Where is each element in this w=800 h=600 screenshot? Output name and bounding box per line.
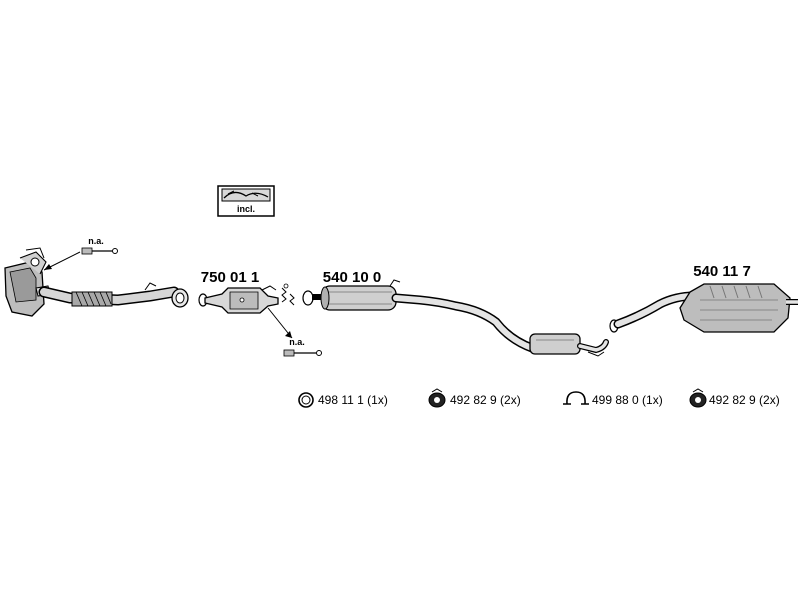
rear-silencer: 540 11 7 [609, 263, 798, 333]
legend-item: 498 11 1 (1x) [298, 392, 388, 408]
middle-silencer-pipe: 540 10 0 [302, 269, 609, 357]
legend-item: 492 82 9 (2x) [689, 388, 780, 408]
legend-item: 492 82 9 (2x) [428, 388, 521, 408]
catalyst-part-number: 750 01 1 [201, 269, 259, 286]
rubber-hanger-icon [428, 388, 446, 408]
front-pipe-manifold [4, 247, 189, 317]
mounting-kit-box: incl. [217, 185, 275, 217]
mounting-parts-legend: 498 11 1 (1x) 492 82 9 (2x) 499 88 0 (1x… [298, 388, 780, 408]
legend-text: 498 11 1 (1x) [318, 393, 388, 407]
spring-bolt-set [281, 283, 295, 306]
catalyst-converter: 750 01 1 [198, 269, 279, 314]
na-bottom-label: n.a. [289, 337, 305, 347]
na-top-label: n.a. [88, 236, 104, 246]
rear-silencer-part-number: 540 11 7 [693, 263, 751, 280]
incl-label: incl. [237, 204, 255, 214]
legend-item: 499 88 0 (1x) [563, 391, 663, 407]
middle-silencer-part-number: 540 10 0 [323, 269, 381, 286]
na-sensor-bottom: n.a. [267, 307, 322, 357]
legend-text: 492 82 9 (2x) [450, 393, 521, 407]
clamp-icon [563, 391, 589, 405]
rubber-hanger-icon [689, 388, 707, 408]
na-sensor-top: n.a. [43, 236, 118, 271]
ring-icon [298, 392, 314, 408]
legend-text: 492 82 9 (2x) [709, 393, 780, 407]
legend-text: 499 88 0 (1x) [592, 393, 663, 407]
